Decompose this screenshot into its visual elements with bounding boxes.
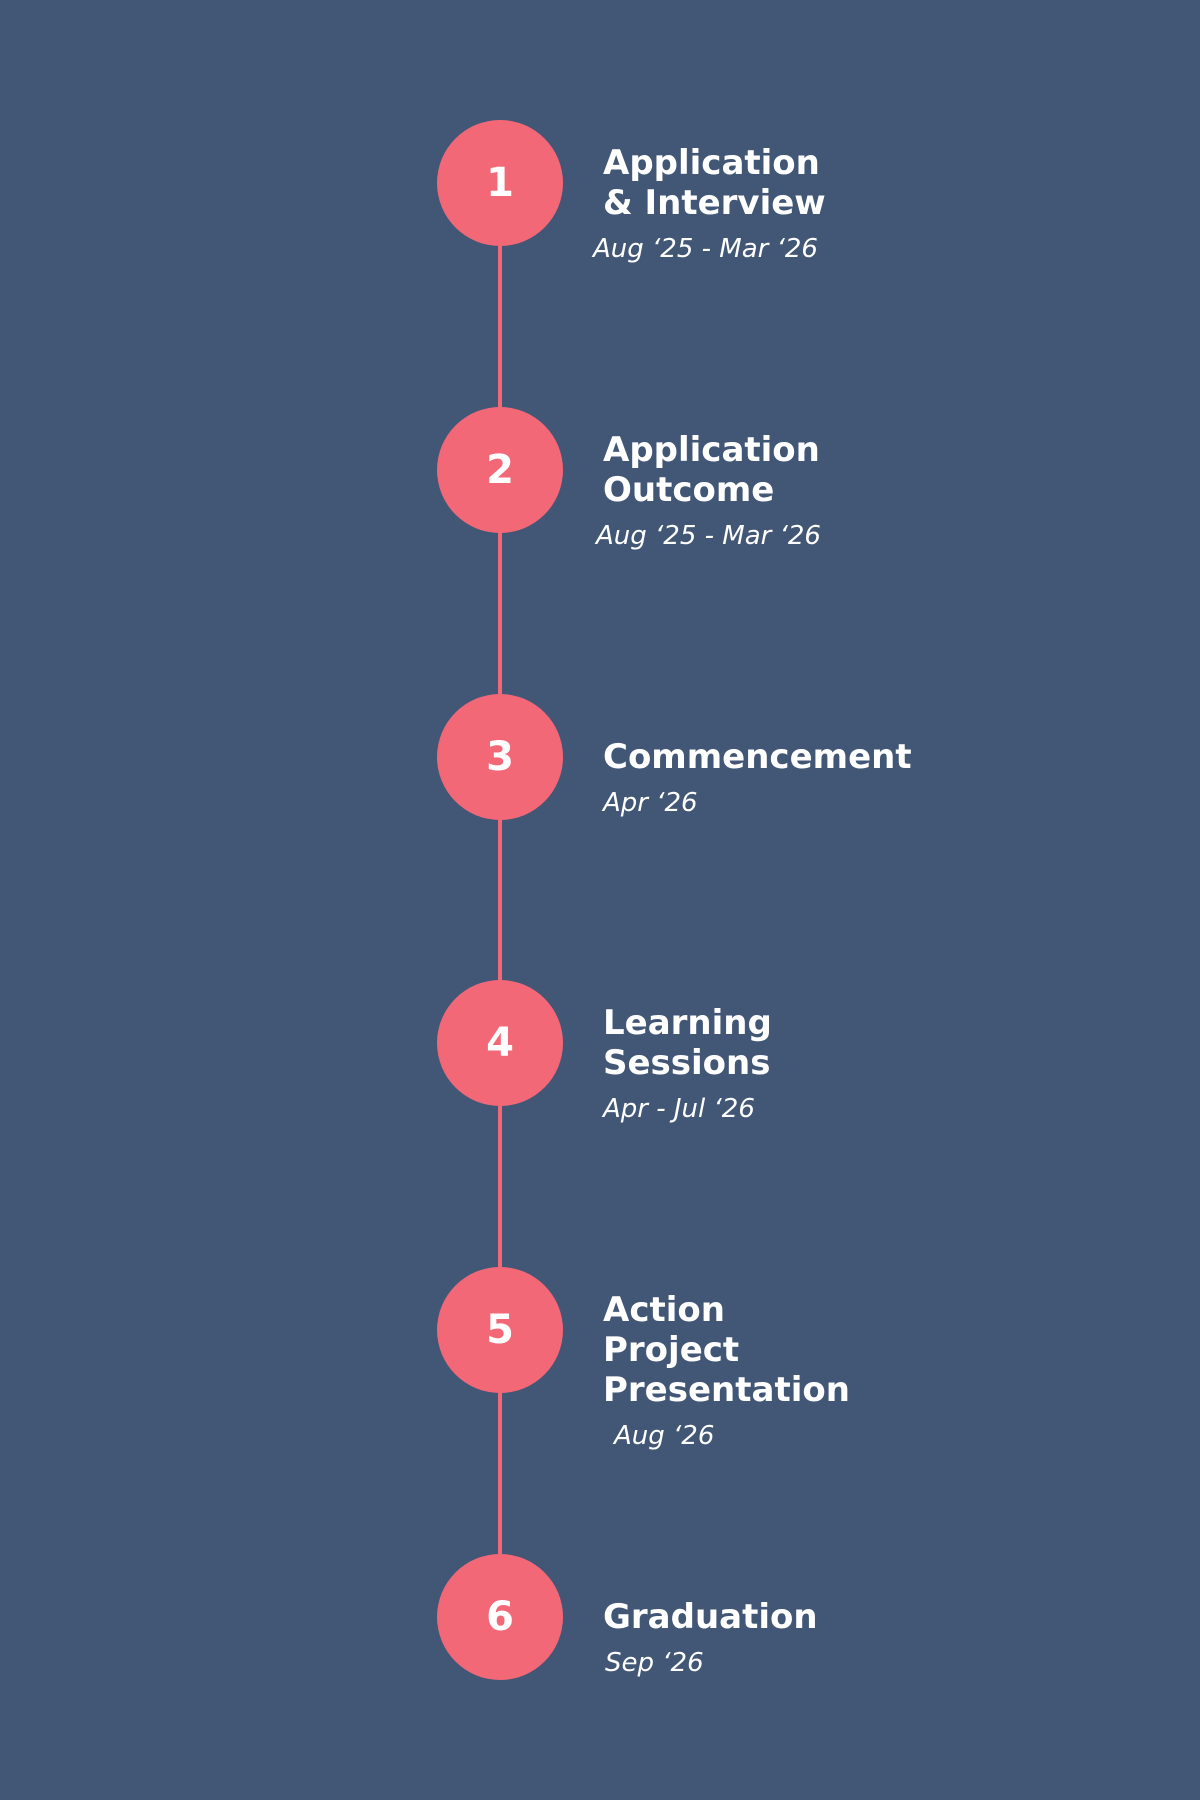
timeline-step-6: 6 Graduation Sep ‘26 — [0, 1554, 1200, 1680]
step-number-badge: 3 — [437, 694, 563, 820]
step-number-badge: 5 — [437, 1267, 563, 1393]
step-text: Application & Interview Aug ‘25 - Mar ‘2… — [593, 143, 863, 265]
step-title-line-1: Application — [603, 430, 820, 470]
step-date: Aug ‘25 - Mar ‘26 — [596, 521, 821, 551]
step-number-badge: 1 — [437, 120, 563, 246]
step-title-line-1: Action Project — [603, 1290, 740, 1370]
step-text: Commencement Apr ‘26 — [603, 737, 1023, 819]
timeline-step-5: 5 Action Project Presentation Aug ‘26 — [0, 1267, 1200, 1451]
step-title-line-2: Outcome — [603, 470, 775, 510]
step-title: Commencement — [603, 737, 912, 777]
step-text: Learning Sessions Apr - Jul ‘26 — [603, 1003, 863, 1125]
step-title-line-2: Presentation — [603, 1370, 850, 1410]
step-title: Graduation — [603, 1597, 818, 1637]
step-date: Apr - Jul ‘26 — [603, 1094, 755, 1124]
timeline-connector-line — [498, 184, 502, 1618]
step-number-badge: 6 — [437, 1554, 563, 1680]
step-title-line-2: Sessions — [603, 1043, 771, 1083]
step-title-line-2: & Interview — [603, 183, 826, 223]
step-text: Action Project Presentation Aug ‘26 — [603, 1290, 863, 1452]
step-date: Aug ‘26 — [614, 1421, 715, 1451]
step-date: Apr ‘26 — [603, 788, 698, 818]
timeline-step-4: 4 Learning Sessions Apr - Jul ‘26 — [0, 980, 1200, 1124]
step-date: Aug ‘25 - Mar ‘26 — [593, 234, 818, 264]
step-title-line-1: Learning — [603, 1003, 772, 1043]
step-date: Sep ‘26 — [605, 1648, 704, 1678]
step-title-line-1: Application — [603, 143, 820, 183]
step-text: Graduation Sep ‘26 — [603, 1597, 1023, 1679]
step-text: Application Outcome Aug ‘25 - Mar ‘26 — [596, 430, 863, 552]
timeline-step-1: 1 Application & Interview Aug ‘25 - Mar … — [0, 120, 1200, 264]
timeline-step-2: 2 Application Outcome Aug ‘25 - Mar ‘26 — [0, 407, 1200, 551]
step-number-badge: 4 — [437, 980, 563, 1106]
timeline-step-3: 3 Commencement Apr ‘26 — [0, 694, 1200, 820]
step-number-badge: 2 — [437, 407, 563, 533]
